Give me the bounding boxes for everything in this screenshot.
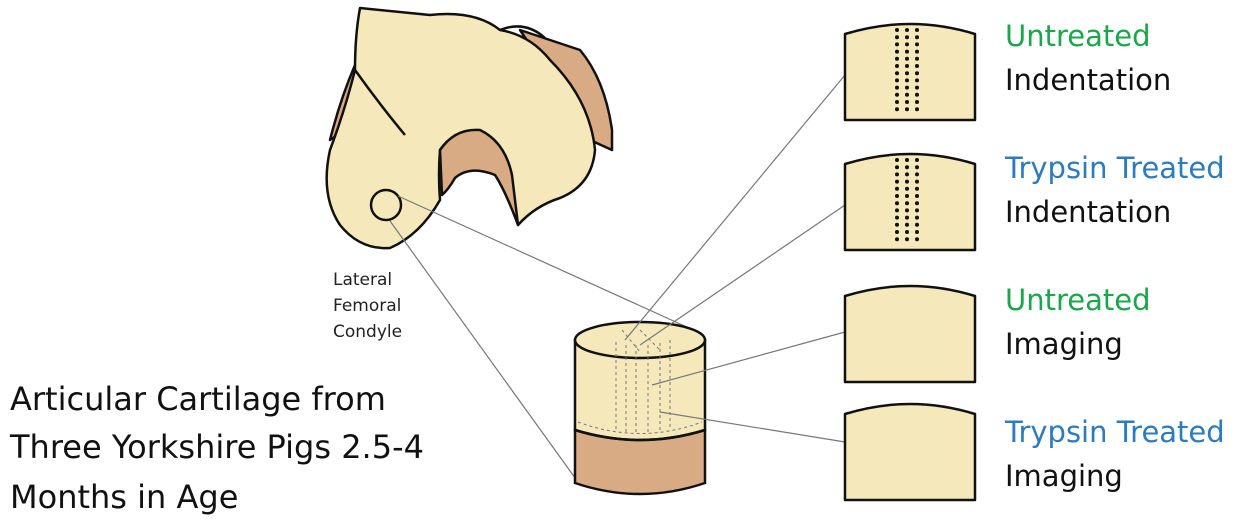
indentation-dot — [895, 194, 899, 198]
indentation-dot — [915, 57, 919, 61]
indentation-dot — [905, 158, 909, 162]
indentation-dot — [905, 86, 909, 90]
indentation-dot — [895, 28, 899, 32]
indentation-dot — [895, 71, 899, 75]
indentation-dot — [915, 107, 919, 111]
leader-line — [640, 205, 845, 345]
indentation-dot — [905, 194, 909, 198]
indentation-dot — [895, 223, 899, 227]
indentation-dot — [905, 107, 909, 111]
indentation-dot — [915, 216, 919, 220]
condyle-label-line-1: Lateral — [333, 272, 392, 289]
indentation-dot — [915, 194, 919, 198]
indentation-dot — [915, 71, 919, 75]
indentation-dot — [905, 216, 909, 220]
sample-1-method: Indentation — [1005, 66, 1171, 95]
indentation-dot — [915, 86, 919, 90]
indentation-dot — [905, 223, 909, 227]
indentation-dot — [895, 180, 899, 184]
indentation-dot — [915, 180, 919, 184]
indentation-dot — [895, 208, 899, 212]
indentation-dot — [895, 57, 899, 61]
indentation-dot — [905, 172, 909, 176]
indentation-dot — [895, 158, 899, 162]
leader-line — [398, 196, 700, 333]
title-line-3: Months in Age — [10, 481, 238, 513]
indentation-dot — [915, 93, 919, 97]
indentation-dot — [915, 100, 919, 104]
sample-3-method: Imaging — [1005, 330, 1123, 359]
indentation-dot — [895, 35, 899, 39]
indentation-dot — [915, 165, 919, 169]
indentation-dot — [895, 187, 899, 191]
indentation-dot — [905, 187, 909, 191]
indentation-dot — [895, 107, 899, 111]
indentation-dot — [905, 35, 909, 39]
indentation-dot — [905, 165, 909, 169]
indentation-dot — [905, 180, 909, 184]
indentation-dot — [915, 172, 919, 176]
indentation-dot — [895, 100, 899, 104]
indentation-dot — [905, 28, 909, 32]
indentation-dot — [895, 216, 899, 220]
sample-2-method: Indentation — [1005, 198, 1171, 227]
sample-block — [845, 154, 975, 250]
sample-3-treatment: Untreated — [1005, 286, 1151, 315]
indentation-dot — [895, 230, 899, 234]
sample-block — [845, 24, 975, 120]
sample-2-treatment: Trypsin Treated — [1005, 154, 1225, 183]
indentation-dot — [915, 223, 919, 227]
indentation-dot — [905, 71, 909, 75]
indentation-dot — [905, 208, 909, 212]
femur-illustration — [327, 8, 612, 248]
indentation-dot — [895, 93, 899, 97]
sample-1-treatment: Untreated — [1005, 22, 1151, 51]
title-line-2: Three Yorkshire Pigs 2.5-4 — [10, 431, 424, 463]
indentation-dot — [915, 158, 919, 162]
indentation-dot — [895, 50, 899, 54]
indentation-dot — [905, 201, 909, 205]
indentation-dot — [905, 42, 909, 46]
leader-line — [625, 75, 845, 340]
indentation-dot — [905, 100, 909, 104]
indentation-dot — [915, 187, 919, 191]
indentation-dot — [905, 78, 909, 82]
indentation-dot — [915, 237, 919, 241]
indentation-dot — [915, 28, 919, 32]
indentation-dot — [905, 237, 909, 241]
indentation-dot — [915, 201, 919, 205]
cartilage-plug — [575, 322, 705, 494]
sample-site-circle — [371, 190, 401, 220]
indentation-dot — [915, 208, 919, 212]
indentation-dot — [915, 78, 919, 82]
condyle-label-line-2: Femoral — [333, 298, 401, 315]
indentation-dot — [905, 230, 909, 234]
indentation-dot — [895, 165, 899, 169]
condyle-label-line-3: Condyle — [333, 324, 402, 341]
sample-4-method: Imaging — [1005, 462, 1123, 491]
indentation-dot — [895, 237, 899, 241]
indentation-dot — [905, 64, 909, 68]
indentation-dot — [905, 93, 909, 97]
sample-block — [845, 404, 975, 500]
sample-block — [845, 286, 975, 382]
sample-4-treatment: Trypsin Treated — [1005, 418, 1225, 447]
indentation-dot — [915, 50, 919, 54]
indentation-dot — [915, 64, 919, 68]
indentation-dot — [895, 64, 899, 68]
indentation-dot — [895, 42, 899, 46]
indentation-dot — [895, 86, 899, 90]
indentation-dot — [915, 35, 919, 39]
plug-top — [575, 322, 705, 358]
indentation-dot — [905, 57, 909, 61]
title-line-1: Articular Cartilage from — [10, 383, 386, 415]
sample-blocks — [845, 24, 975, 500]
indentation-dot — [915, 230, 919, 234]
indentation-dot — [895, 78, 899, 82]
indentation-dot — [895, 201, 899, 205]
indentation-dot — [905, 50, 909, 54]
indentation-dot — [915, 42, 919, 46]
indentation-dot — [895, 172, 899, 176]
